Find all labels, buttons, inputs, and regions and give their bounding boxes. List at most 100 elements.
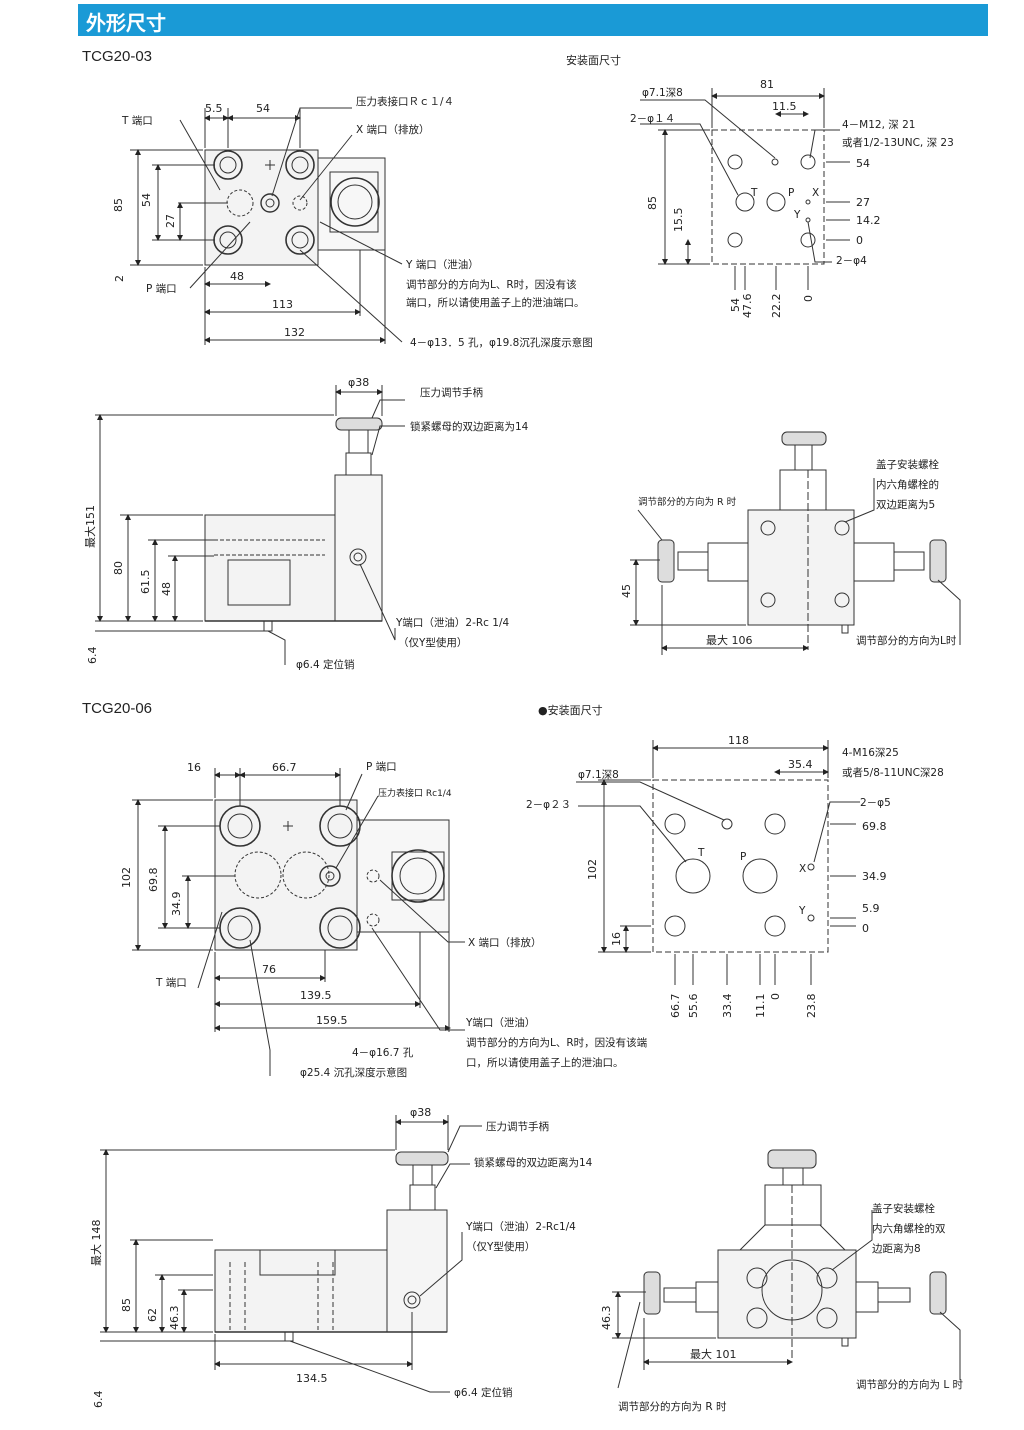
s2-mount-dim-0: 0	[862, 922, 869, 935]
s2-top-view	[132, 768, 465, 1076]
s1-p-port: P 端口	[146, 282, 177, 295]
s1-mount-dim-22.2: 22.2	[770, 294, 783, 319]
s1-side-l-dir: 调节部分的方向为L时	[856, 634, 957, 647]
s2-x-port: X 端口（排放）	[468, 936, 542, 949]
s1-side-dim-max106: 最大 106	[706, 633, 753, 647]
s2-y-port: Y端口（泄油）	[465, 1016, 535, 1029]
s1-mount-dim-14.2: 14.2	[856, 214, 881, 227]
s1-side-cover1: 盖子安装螺栓	[876, 458, 939, 471]
s1-mount-dim-54b: 54	[729, 298, 742, 312]
s1-top-dim-85: 85	[112, 198, 125, 212]
s2-mount-dim-34.9: 34.9	[862, 870, 887, 883]
s2-front-y-only: （仅Y型使用）	[466, 1240, 535, 1253]
model-label-tcg20-03: TCG20-03	[82, 48, 153, 65]
s1-side-dim-45: 45	[620, 584, 633, 598]
s2-side-view	[612, 1149, 961, 1389]
s1-front-dim-61.5: 61.5	[139, 570, 152, 595]
s2-front-view	[100, 1115, 482, 1393]
s1-front-view	[95, 385, 405, 665]
s1-top-dim-54v: 54	[140, 193, 153, 207]
s1-front-dim-48: 48	[160, 582, 173, 596]
s2-top-dim-16: 16	[187, 761, 201, 774]
s2-front-y-drain: Y端口（泄油）2-Rc1/4	[465, 1220, 576, 1233]
s1-port-y: Y	[793, 209, 801, 221]
s2-side-r-dir: 调节部分的方向为 R 时	[618, 1400, 727, 1413]
mount-title-2: ●安装面尺寸	[538, 704, 603, 717]
mount-title-1: 安装面尺寸	[566, 54, 621, 67]
s2-front-dim-85: 85	[120, 1298, 133, 1312]
s2-top-dim-139.5: 139.5	[300, 989, 332, 1002]
s2-port-x: X	[799, 863, 806, 875]
s2-mount-dim-35.4: 35.4	[788, 758, 813, 771]
s2-mount-depth: φ7.1深8	[578, 769, 619, 781]
s2-side-dim-max101: 最大 101	[690, 1347, 737, 1361]
model-label-tcg20-06: TCG20-06	[82, 700, 153, 717]
s1-port-t: T	[750, 187, 758, 199]
s2-front-dim-6.4: 6.4	[92, 1391, 105, 1409]
s2-front-dim-134.5: 134.5	[296, 1372, 328, 1385]
s2-p-port: P 端口	[366, 760, 397, 773]
s1-mount-dim-27: 27	[856, 196, 870, 209]
s1-top-dim-5.5: 5.5	[205, 102, 223, 115]
s2-mount-dim-5.9: 5.9	[862, 902, 880, 915]
s1-mount-dim-11.5: 11.5	[772, 100, 797, 113]
s2-mount-dim-69.8: 69.8	[862, 820, 887, 833]
s1-side-view	[630, 431, 961, 655]
s2-port-y: Y	[798, 905, 806, 917]
s2-mount-dim-11.1: 11.1	[754, 994, 767, 1019]
s2-mount-dim-55.6: 55.6	[687, 994, 700, 1019]
s2-mount-2d23: 2－φ２３	[526, 799, 571, 811]
s2-side-cover2: 内六角螺栓的双	[872, 1222, 946, 1235]
s1-top-dim-113: 113	[272, 298, 293, 311]
s1-mount-dim-47.6: 47.6	[741, 294, 754, 319]
s1-y-note1: 调节部分的方向为L、R时，因没有该	[406, 278, 577, 291]
s2-mount-dim-23.8: 23.8	[805, 994, 818, 1019]
s1-top-dim-27: 27	[164, 214, 177, 228]
s2-mount-2d5: 2－φ5	[860, 797, 891, 809]
s2-holes1: 4－φ16.7 孔	[352, 1046, 414, 1059]
s1-mount-dim-0b: 0	[802, 295, 815, 302]
s1-top-view	[130, 107, 403, 345]
s1-t-port: T 端口	[121, 114, 153, 127]
s2-top-dim-69.8: 69.8	[147, 868, 160, 893]
s1-front-dim-max151: 最大151	[83, 505, 97, 548]
s2-port-p: P	[740, 851, 746, 863]
section-header: 外形尺寸	[78, 4, 988, 36]
s1-side-r-dir: 调节部分的方向为 R 时	[638, 496, 737, 508]
s1-port-p: P	[788, 187, 794, 199]
s1-mount-dim-54: 54	[856, 157, 870, 170]
s2-front-dim-max148: 最大 148	[89, 1220, 103, 1267]
s1-y-port: Y 端口（泄油）	[405, 258, 479, 271]
s1-front-y-drain: Y端口（泄油）2-Rc 1/4	[395, 616, 510, 629]
s1-top-dim-48: 48	[230, 270, 244, 283]
s1-mount-face	[640, 88, 850, 290]
s1-top-dim-2: 2	[113, 275, 126, 282]
s2-mount-dim-102: 102	[586, 859, 599, 880]
s2-y-note2: 口，所以请使用盖子上的泄油口。	[466, 1056, 624, 1069]
s1-mount-2d14: 2－φ１４	[630, 113, 675, 125]
section-title: 外形尺寸	[86, 11, 166, 35]
s2-side-cover3: 边距离为8	[872, 1242, 921, 1255]
s2-top-dim-102: 102	[120, 867, 133, 888]
s2-mount-dim-33.4: 33.4	[721, 994, 734, 1019]
s1-mount-dim-15.5: 15.5	[672, 208, 685, 233]
s1-mount-thread1: 4－M12, 深 21	[842, 119, 915, 131]
s1-top-dim-54: 54	[256, 102, 270, 115]
s1-gauge-port: 压力表接口Ｒｃ１/４	[356, 95, 454, 108]
s2-top-dim-66.7: 66.7	[272, 761, 297, 774]
s2-mount-thread1: 4-M16深25	[842, 747, 899, 759]
s2-front-pin: φ6.4 定位销	[454, 1386, 512, 1399]
s2-mount-face	[576, 740, 860, 985]
s2-port-t: T	[697, 847, 705, 859]
s1-front-dim-d38: φ38	[348, 376, 369, 389]
s2-top-dim-76: 76	[262, 963, 276, 976]
s1-front-dim-80: 80	[112, 561, 125, 575]
s2-front-dim-62: 62	[146, 1308, 159, 1322]
s2-front-handle: 压力调节手柄	[486, 1120, 549, 1133]
s2-side-dim-46.3: 46.3	[600, 1306, 613, 1331]
s2-mount-dim-16: 16	[610, 932, 623, 946]
s1-front-handle: 压力调节手柄	[420, 386, 483, 399]
s2-t-port: T 端口	[155, 976, 187, 989]
s2-top-dim-34.9: 34.9	[170, 892, 183, 917]
s2-side-l-dir: 调节部分的方向为 L 时	[856, 1378, 964, 1391]
